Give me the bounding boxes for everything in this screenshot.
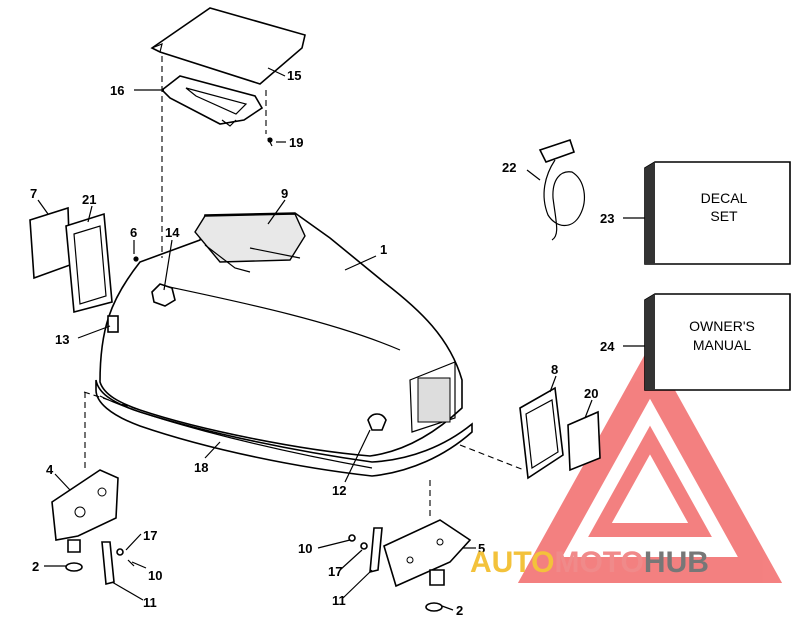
callout-13: 13	[55, 332, 69, 347]
bracket-right	[383, 519, 472, 612]
cable-assembly	[538, 138, 586, 241]
watermark-auto: AUTO	[470, 546, 554, 579]
owners-manual-label-line1: OWNER'S	[689, 318, 755, 334]
callout-10-left: 10	[148, 568, 162, 583]
callout-5: 5	[478, 541, 485, 556]
callout-12: 12	[332, 483, 346, 498]
callout-7: 7	[30, 186, 37, 201]
watermark-logo-icon	[517, 345, 783, 583]
callout-15: 15	[287, 68, 301, 83]
cover-plate-set	[29, 206, 113, 314]
callout-22: 22	[502, 160, 516, 175]
callout-11-left: 11	[143, 595, 157, 610]
owners-manual-label-line2: MANUAL	[693, 337, 752, 353]
decal-set-label-line2: SET	[710, 208, 738, 224]
watermark-moto: MOTO	[554, 546, 643, 579]
callout-20: 20	[584, 386, 598, 401]
owners-manual-box: OWNER'S MANUAL	[644, 293, 791, 391]
callout-2-right: 2	[456, 603, 463, 618]
linkage-hardware	[101, 137, 383, 586]
callout-17-left: 17	[143, 528, 157, 543]
svg-text:AUTOMOTOHUB: AUTOMOTOHUB	[470, 546, 709, 579]
callout-16: 16	[110, 83, 124, 98]
callout-14: 14	[165, 225, 180, 240]
bracket-left	[51, 469, 119, 572]
callout-11-right: 11	[332, 593, 346, 608]
callout-17-right: 17	[328, 564, 342, 579]
engine-cover	[95, 212, 473, 477]
callout-1: 1	[380, 242, 387, 257]
side-plate-right	[519, 386, 601, 480]
decal-set-label-line1: DECAL	[701, 190, 748, 206]
callout-24: 24	[600, 339, 615, 354]
callout-19: 19	[289, 135, 303, 150]
watermark-text: AUTOMOTOHUB	[470, 546, 709, 579]
callout-2-left: 2	[32, 559, 39, 574]
callout-8: 8	[551, 362, 558, 377]
callout-10-right: 10	[298, 541, 312, 556]
watermark-hub: HUB	[644, 546, 709, 579]
leader-lines	[37, 67, 645, 611]
callout-6: 6	[130, 225, 137, 240]
callout-18: 18	[194, 460, 208, 475]
callout-9: 9	[281, 186, 288, 201]
top-hatch-cover	[150, 7, 306, 85]
decal-set-box: DECAL SET	[644, 161, 791, 265]
hatch-seal	[160, 75, 264, 127]
callout-labels: 15 16 19 22 23 24 9 1 7 21 6 14 13 8 20 …	[30, 68, 615, 618]
callout-4: 4	[46, 462, 54, 477]
callout-23: 23	[600, 211, 614, 226]
callout-21: 21	[82, 192, 96, 207]
